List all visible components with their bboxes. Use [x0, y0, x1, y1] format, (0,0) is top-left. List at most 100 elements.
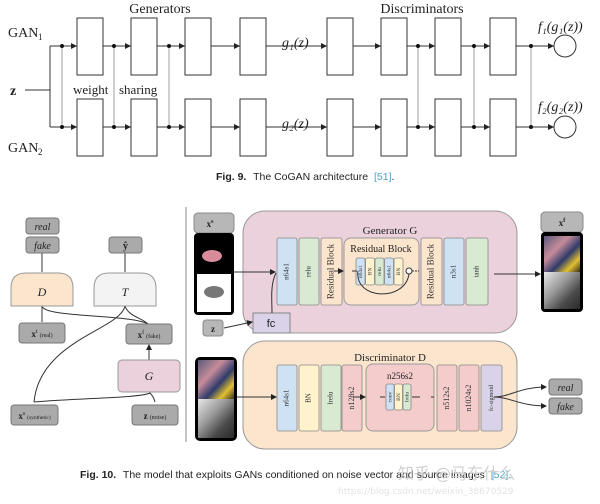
gan1-layer-block-7 [434, 17, 462, 76]
f1-output-label: f₁(g₁(z)) [538, 20, 583, 35]
junction-dot [472, 125, 476, 129]
zhihu-watermark: 知乎 @马东什么 [398, 464, 515, 483]
gan2-layer-block-2 [130, 98, 158, 157]
junction-dot [167, 44, 171, 48]
svg-text:BN: BN [367, 268, 373, 276]
fig9-reference-link[interactable]: [51] [374, 171, 392, 183]
svg-text:lrelu: lrelu [327, 391, 335, 404]
disc-layer-n512s2: n512s2 [436, 364, 458, 432]
gan2-layer-block-6 [380, 98, 408, 157]
junction-dot [416, 44, 420, 48]
n256-layer-lrelu: lrelu [402, 383, 412, 411]
f2-output-label: f₂(g₂(z)) [538, 100, 583, 115]
gen-layer-residual-block-2: Residual Block [420, 237, 443, 306]
residual-block-title: Residual Block [350, 244, 411, 255]
y-hat-output-box: ŷ [108, 236, 143, 254]
junction-dot [472, 44, 476, 48]
svg-text:xs(synthetic): xs(synthetic) [18, 411, 51, 421]
generator-title: Generator G [363, 225, 418, 237]
gen-layer-n64s1: n64s1 [276, 237, 298, 306]
weight-label: weight [73, 82, 109, 97]
svg-text:BN: BN [396, 393, 402, 401]
svg-text:Fig. 9. The CoGAN arch: Fig. 9. The CoGAN architecture [51]. [216, 171, 394, 183]
junction-dot [60, 125, 64, 129]
junction-dot [529, 125, 533, 129]
n256s2-title: n256s2 [387, 371, 413, 381]
g2-output-label: g₂(z) [282, 117, 309, 132]
generators-title: Generators [129, 2, 190, 17]
svg-text:relu: relu [305, 266, 313, 277]
gan1-layer-block-6 [380, 17, 408, 76]
gan2-layer-block-5 [326, 98, 354, 157]
gan2-layer-block-3 [184, 98, 212, 157]
svg-text:2: 2 [38, 147, 43, 157]
svg-text:n64s1: n64s1 [358, 265, 364, 278]
z-input-label: z [10, 84, 16, 99]
fig10-reference-link[interactable]: [52] [491, 469, 509, 481]
svg-text:n64s1: n64s1 [283, 389, 291, 406]
fig10-caption: Fig. 10. The model that exploits GANs co… [80, 469, 511, 481]
task-t-node: T [93, 272, 157, 307]
gan1-label: GAN 1 [8, 26, 43, 42]
g1-output-label: g₁(z) [282, 36, 309, 51]
junction-dot [60, 44, 64, 48]
svg-text:xf: xf [559, 218, 567, 228]
svg-text:n512s2: n512s2 [442, 386, 451, 409]
junction-dot [112, 44, 116, 48]
svg-text:Residual Block: Residual Block [426, 243, 436, 299]
svg-text:n1024s2: n1024s2 [464, 384, 473, 411]
junction-dot [167, 125, 171, 129]
svg-text:xf(fake): xf(fake) [138, 329, 161, 340]
cogan-diagram: Generators Discriminators GAN 1 GAN 2 z … [8, 2, 583, 183]
x-real-box: xt(real) [18, 322, 66, 344]
gan1-layer-block-3 [184, 17, 212, 76]
f2-output-node [553, 115, 577, 139]
svg-text:BN: BN [396, 268, 402, 276]
noise-z-box: z [202, 319, 224, 337]
svg-text:fc: fc [267, 318, 276, 330]
fake-output-box: fake [25, 236, 60, 254]
disc-layer-n64s1: n64s1 [276, 364, 298, 432]
gan1-layer-block-1 [76, 17, 104, 76]
gan2-layer-block-7 [434, 98, 462, 157]
svg-text:real: real [35, 222, 51, 233]
junction-dot [529, 44, 533, 48]
gan1-layer-block-2 [130, 17, 158, 76]
gan1-layer-block-8 [489, 17, 517, 76]
disc-fake-output: fake [548, 397, 583, 415]
junction-dot [416, 125, 420, 129]
fc-layer-box: fc [252, 312, 291, 334]
f1-output-node [553, 34, 577, 58]
fig10-left-diagram: real fake ŷ D T xt(real) xf(fake) G [10, 217, 181, 426]
svg-text:real: real [558, 383, 574, 394]
x-synthetic-box: xs(synthetic) [10, 404, 59, 426]
add-node-icon [405, 267, 413, 275]
svg-text:n128s2: n128s2 [347, 386, 356, 409]
svg-text:Residual Block: Residual Block [326, 243, 336, 299]
svg-text:Fig. 10. The model that: Fig. 10. The model that exploits GANs co… [80, 469, 511, 481]
gan1-layer-block-5 [326, 17, 354, 76]
discriminator-title: Discriminator D [354, 352, 426, 364]
z-noise-box: z(noise) [131, 404, 179, 426]
svg-text:G: G [145, 369, 154, 383]
gan1-layer-block-4 [239, 17, 267, 76]
svg-text:fake: fake [557, 402, 574, 413]
gan2-layer-block-8 [489, 98, 517, 157]
skip-connection [357, 270, 410, 295]
svg-text:BN: BN [305, 393, 313, 403]
svg-text:n64s1: n64s1 [283, 263, 291, 280]
disc-layer-bn: BN [298, 364, 320, 432]
sharing-label: sharing [119, 82, 158, 97]
disc-layer-n1024s2: n1024s2 [458, 364, 480, 432]
svg-text:GAN: GAN [8, 141, 38, 156]
fig10-right-diagram: Generator G Discriminator D Residual Blo… [193, 210, 584, 450]
svg-text:fake: fake [34, 241, 51, 252]
gan2-label: GAN 2 [8, 141, 43, 157]
res-layer-n64s1-1: n64s1 [355, 257, 366, 286]
svg-text:GAN: GAN [8, 26, 38, 41]
svg-text:xt(real): xt(real) [31, 329, 52, 339]
svg-text:conv: conv [387, 391, 393, 402]
svg-text:D: D [37, 285, 47, 299]
